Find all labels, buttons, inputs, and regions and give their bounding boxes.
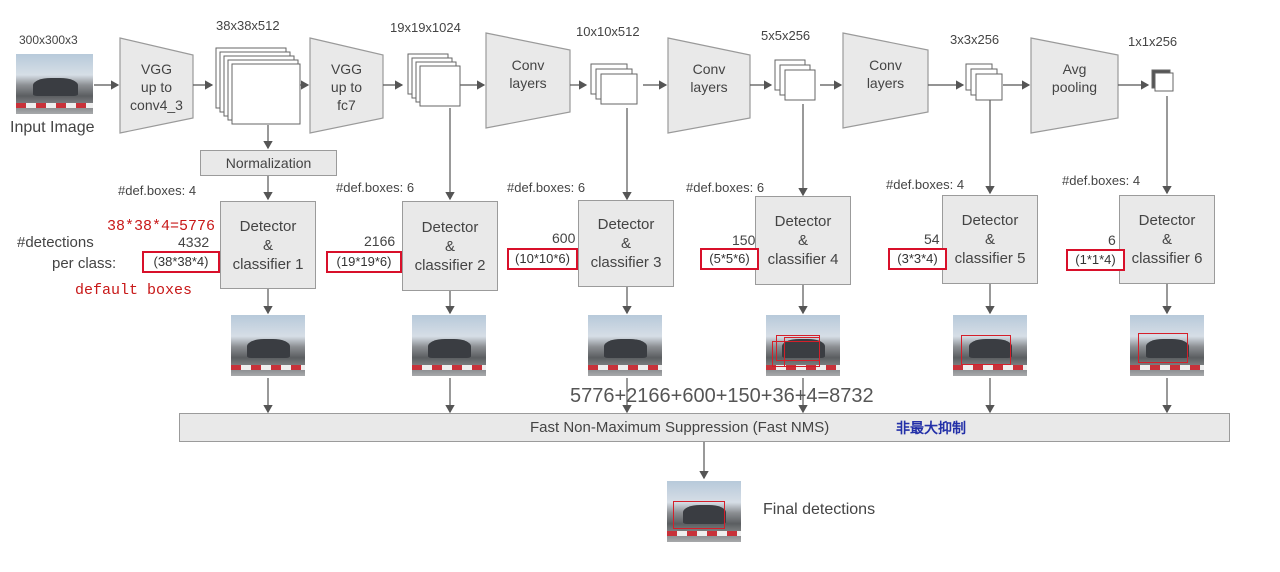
feature-map-size-3: 10x10x512 xyxy=(576,24,640,39)
detector-box-3: Detector & classifier 3 xyxy=(578,200,674,287)
formula-box-3: (10*10*6) xyxy=(507,248,578,270)
input-size-label: 300x300x3 xyxy=(19,33,78,47)
stage-trapezoid-4 xyxy=(667,37,751,134)
detection-image-2 xyxy=(412,315,486,376)
detection-count-5: 54 xyxy=(924,231,940,247)
feature-map-stack-5 xyxy=(964,62,1008,102)
detection-count-3: 600 xyxy=(552,230,576,246)
stage-trapezoid-3 xyxy=(485,32,571,129)
formula-box-1: (38*38*4) xyxy=(142,251,220,273)
feature-map-size-6: 1x1x256 xyxy=(1128,34,1178,49)
detection-image-5 xyxy=(953,315,1027,376)
detector-box-2: Detector & classifier 2 xyxy=(402,201,498,291)
stage-label-4: Conv layers xyxy=(690,61,728,95)
nms-label: Fast Non-Maximum Suppression (Fast NMS) xyxy=(530,419,830,436)
stage-label-2: VGG up to fc7 xyxy=(330,61,363,113)
detection-image-3 xyxy=(588,315,662,376)
stage-trapezoid-5 xyxy=(842,32,929,129)
input-image xyxy=(16,54,93,114)
def-boxes-4: #def.boxes: 6 xyxy=(686,180,765,195)
feature-map-size-4: 5x5x256 xyxy=(761,28,811,43)
stage-trapezoid-2 xyxy=(309,37,384,134)
detector-box-1: Detector & classifier 1 xyxy=(220,201,316,289)
detector-box-5: Detector & classifier 5 xyxy=(942,195,1038,284)
feature-map-size-2: 19x19x1024 xyxy=(390,20,461,35)
detection-image-6 xyxy=(1130,315,1204,376)
feature-map-size-1: 38x38x512 xyxy=(216,18,280,33)
formula-box-6: (1*1*4) xyxy=(1066,249,1125,271)
detector-box-6: Detector & classifier 6 xyxy=(1119,195,1215,284)
nms-chinese-annotation: 非最大抑制 xyxy=(896,421,966,437)
normalization-box: Normalization xyxy=(200,150,337,176)
total-boxes-sum: 5776+2166+600+150+36+4=8732 xyxy=(570,385,874,407)
def-boxes-6: #def.boxes: 4 xyxy=(1062,173,1141,188)
detection-image-1 xyxy=(231,315,305,376)
formula-box-4: (5*5*6) xyxy=(700,248,759,270)
detections-label-line2: per class: xyxy=(52,255,117,272)
detection-count-1: 4332 xyxy=(178,234,210,250)
annotation-formula: 38*38*4=5776 xyxy=(107,218,216,235)
def-boxes-5: #def.boxes: 4 xyxy=(886,177,965,192)
final-detection-image xyxy=(667,481,741,542)
detector-box-4: Detector & classifier 4 xyxy=(755,196,851,285)
stage-label-5: Conv layers xyxy=(866,57,905,91)
formula-box-5: (3*3*4) xyxy=(888,248,947,270)
def-boxes-2: #def.boxes: 6 xyxy=(336,180,415,195)
stage-label-1: VGG up to conv4_3 xyxy=(130,61,183,113)
feature-map-stack-1 xyxy=(214,46,304,128)
stage-label-6: Avg pooling xyxy=(1051,61,1098,95)
feature-map-stack-3 xyxy=(589,62,647,112)
final-detections-label: Final detections xyxy=(763,501,876,518)
detections-label-line1: #detections xyxy=(17,234,94,251)
feature-map-stack-2 xyxy=(406,52,464,114)
formula-box-2: (19*19*6) xyxy=(326,251,402,273)
stage-label-3: Conv layers xyxy=(509,57,547,91)
nms-bar: Fast Non-Maximum Suppression (Fast NMS) xyxy=(179,413,1230,442)
detection-image-4 xyxy=(766,315,840,376)
stage-trapezoid-6 xyxy=(1030,37,1119,134)
stage-trapezoid-1 xyxy=(119,37,194,134)
feature-map-stack-4 xyxy=(773,58,825,108)
detection-count-4: 150 xyxy=(732,232,756,248)
def-boxes-1: #def.boxes: 4 xyxy=(118,183,197,198)
feature-map-size-5: 3x3x256 xyxy=(950,32,1000,47)
def-boxes-3: #def.boxes: 6 xyxy=(507,180,586,195)
input-image-label: Input Image xyxy=(10,119,95,136)
detection-count-2: 2166 xyxy=(364,233,396,249)
detection-count-6: 6 xyxy=(1108,232,1116,248)
annotation-default-boxes: default boxes xyxy=(75,282,193,299)
feature-map-stack-6 xyxy=(1150,68,1176,96)
